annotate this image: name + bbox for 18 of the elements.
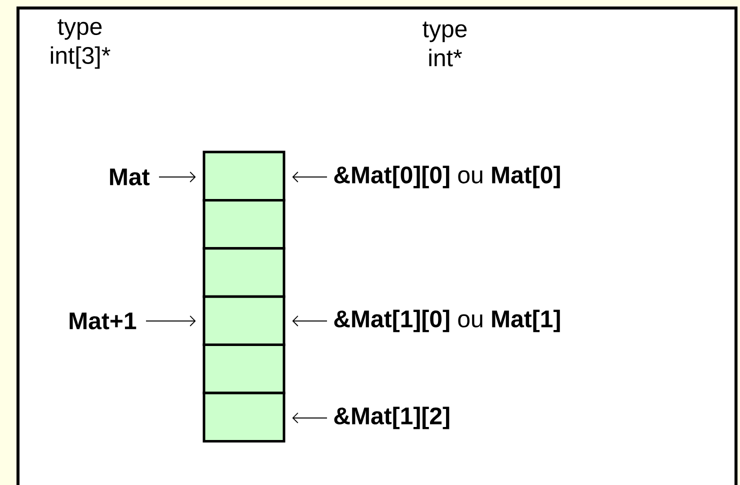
type-label: type int* <box>422 22 467 66</box>
arrow <box>158 172 196 182</box>
memory-cell <box>202 392 286 442</box>
memory-cell <box>202 344 286 394</box>
memory-cell <box>202 198 286 250</box>
memory-cell <box>202 247 286 298</box>
memory-cell <box>202 150 286 202</box>
pointer-label: &Mat[1][0] ou Mat[1] <box>334 310 560 332</box>
type-label: type int[3]* <box>50 19 110 69</box>
pointer-label: &Mat[1][2] <box>334 406 450 430</box>
pointer-label: &Mat[0][0] ou Mat[0] <box>334 166 560 188</box>
arrow <box>292 316 328 326</box>
arrow <box>292 412 328 424</box>
pointer-label: Mat+1 <box>70 312 136 330</box>
arrow <box>292 172 328 182</box>
pointer-label: Mat <box>110 168 150 186</box>
arrow <box>146 316 196 326</box>
memory-cell <box>202 295 286 346</box>
